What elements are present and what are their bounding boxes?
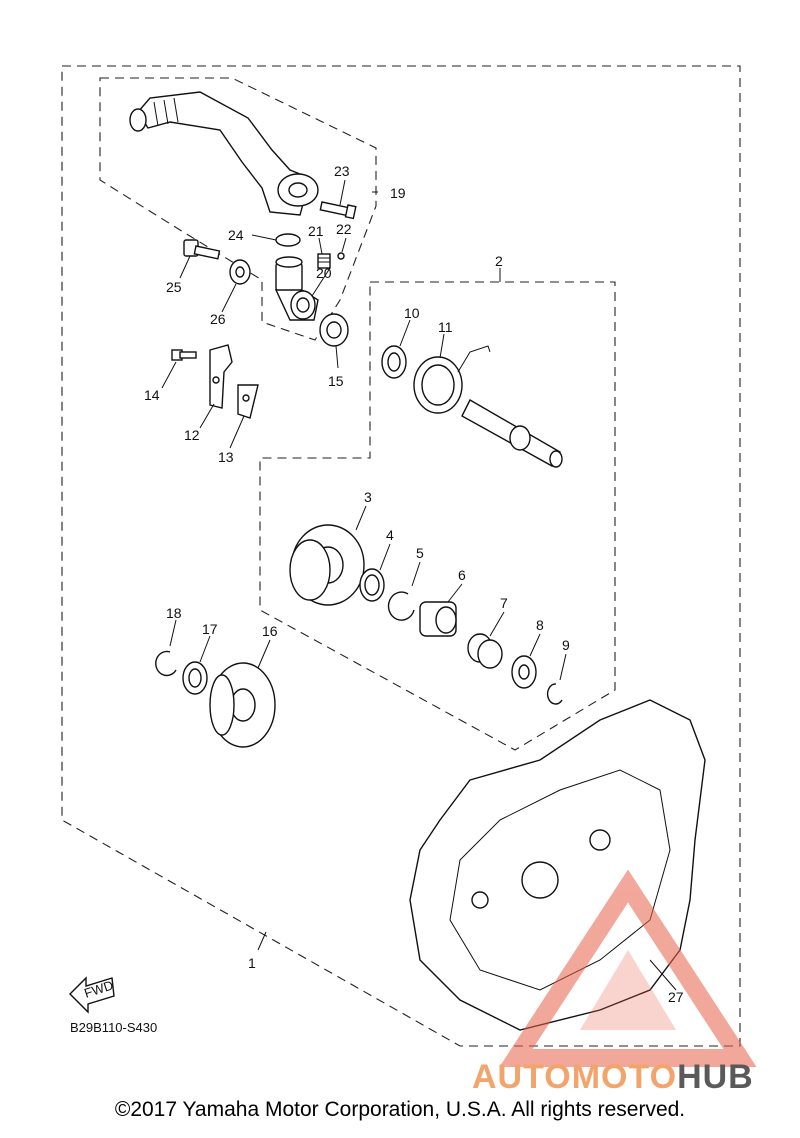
callout-19: 19 [390, 185, 406, 201]
ratchet-wheel-6 [419, 601, 457, 637]
circlip-5 [387, 591, 415, 621]
callout-22: 22 [336, 221, 352, 237]
spring-7 [467, 633, 503, 669]
washer-17 [182, 661, 208, 695]
callout-27: 27 [668, 989, 684, 1005]
collar-10 [381, 345, 407, 379]
callout-25: 25 [166, 279, 182, 295]
callout-16: 16 [262, 623, 278, 639]
kick-boss-20 [274, 256, 319, 321]
copyright-notice: ©2017 Yamaha Motor Corporation, U.S.A. A… [114, 1098, 686, 1121]
reference-code: B29B110-S430 [70, 1020, 157, 1035]
callout-5: 5 [416, 545, 424, 561]
callout-24: 24 [228, 227, 244, 243]
callout-9: 9 [562, 637, 570, 653]
callout-15: 15 [328, 373, 344, 389]
plate-12 [209, 344, 233, 409]
callout-10: 10 [404, 305, 420, 321]
oil-seal-15 [319, 313, 349, 347]
ball-22 [337, 252, 345, 260]
callout-12: 12 [184, 427, 200, 443]
assembly-boundary [61, 65, 741, 1047]
callout-8: 8 [536, 617, 544, 633]
kick-gear-3 [289, 524, 365, 606]
callout-20: 20 [316, 265, 332, 281]
bolt-25 [183, 239, 221, 260]
callout-2: 2 [495, 253, 503, 269]
spring-21 [317, 253, 331, 269]
kick-shaft [461, 399, 563, 468]
callout-26: 26 [210, 311, 226, 327]
circlip-18 [155, 650, 177, 677]
watermark-text: AUTOMOTOHUB [472, 1058, 754, 1096]
kick-shaft-boundary [259, 281, 616, 751]
idle-gear-16 [209, 662, 276, 748]
screw-14 [171, 349, 197, 361]
plate-13 [237, 384, 259, 419]
crankcase [409, 699, 706, 1031]
callout-14: 14 [144, 387, 160, 403]
callout-18: 18 [166, 605, 182, 621]
callout-13: 13 [218, 449, 234, 465]
torsion-spring-11 [413, 345, 491, 414]
washer-26 [229, 259, 251, 285]
callout-17: 17 [202, 621, 218, 637]
leader-lines [161, 179, 677, 991]
callout-4: 4 [386, 527, 394, 543]
bolt-23 [319, 201, 357, 220]
washer-4 [359, 568, 385, 602]
washer-8 [511, 655, 537, 689]
circlip-9 [546, 683, 563, 705]
o-ring-24 [275, 233, 301, 247]
watermark-logo [499, 869, 757, 1067]
fwd-arrow-icon: FWD [69, 976, 115, 1014]
callout-3: 3 [364, 489, 372, 505]
callout-21: 21 [308, 223, 324, 239]
callout-23: 23 [334, 163, 350, 179]
callout-7: 7 [500, 595, 508, 611]
callout-6: 6 [458, 567, 466, 583]
callout-1: 1 [248, 955, 256, 971]
kick-crank-boundary [99, 77, 377, 341]
callout-11: 11 [438, 319, 453, 335]
kick-pedal [129, 91, 319, 216]
